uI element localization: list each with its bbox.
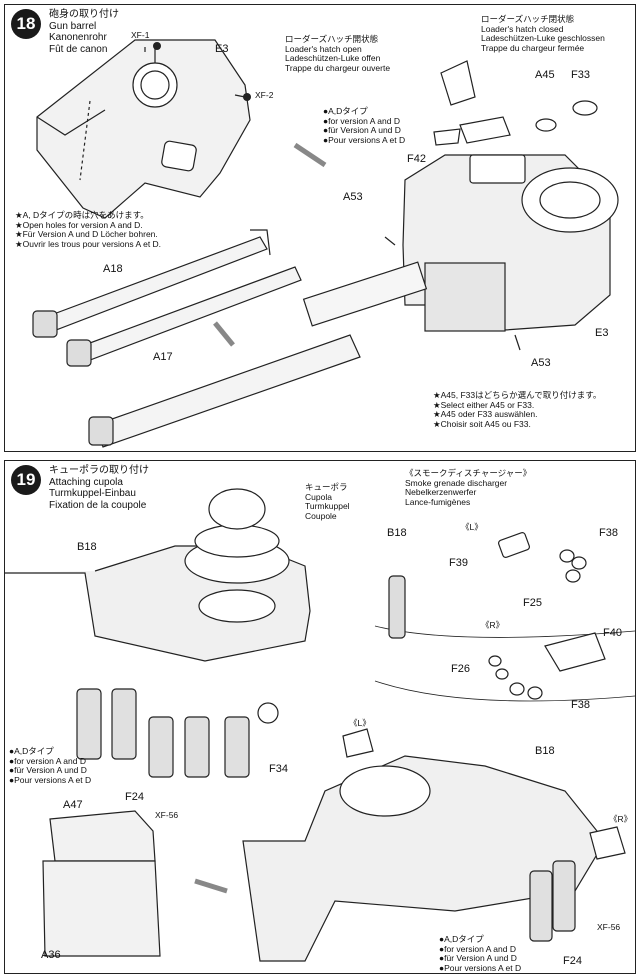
label-xf2: XF-2	[255, 90, 274, 100]
label-e3-right: E3	[595, 327, 609, 339]
label-f38-bottom: F38	[571, 699, 590, 711]
select-jp: ★A45, F33はどちらか選んで取り付けます。	[433, 390, 602, 400]
cupola-de: Turmkuppel	[305, 501, 350, 511]
label-f26: F26	[451, 663, 470, 675]
hatch-closed-en: Loader's hatch closed	[481, 23, 564, 34]
cupola-fr: Coupole	[305, 510, 337, 521]
step-number-18: 18	[11, 9, 41, 39]
label-e3-top: E3	[215, 43, 229, 55]
label-f24-right: F24	[563, 955, 582, 967]
note-version-ad-19-left: ●A,Dタイプ ●for version A and D ●für Versio…	[9, 746, 92, 785]
note-open-holes: ★A, Dタイプの時は穴をあけます。 ★Open holes for versi…	[15, 210, 162, 249]
version-ad-right-fr: ●Pour versions A et D	[439, 962, 522, 973]
smoke-fr: Lance-fumigènes	[405, 496, 471, 507]
step-19-illustration	[5, 488, 635, 962]
hatch-closed-de: Ladeschützen-Luke geschlossen	[481, 33, 605, 43]
hatch-closed-fr: Trappe du chargeur fermée	[481, 42, 585, 53]
note-select-a45-f33: ★A45, F33はどちらか選んで取り付けます。 ★Select either …	[433, 390, 602, 429]
label-a47: A47	[63, 799, 83, 811]
version-ad-18-de: ●für Version A und D	[323, 125, 401, 135]
label-xf1: XF-1	[131, 30, 150, 40]
note-open-holes-en: ★Open holes for version A and D.	[15, 219, 143, 230]
hatch-open-de: Ladeschützen-Luke offen	[285, 53, 381, 63]
step-18-title-de: Kanonenrohr	[49, 32, 107, 43]
label-a53-bottom: A53	[531, 357, 551, 369]
select-fr: ★Choisir soit A45 ou F33.	[433, 418, 531, 429]
version-ad-right-en: ●for version A and D	[439, 943, 516, 954]
version-ad-left-jp: ●A,Dタイプ	[9, 746, 54, 756]
label-f25: F25	[523, 597, 542, 609]
label-xf56-right: XF-56	[597, 922, 621, 932]
cupola-en: Cupola	[305, 491, 332, 502]
version-ad-right-jp: ●A,Dタイプ	[439, 934, 484, 944]
step-19-title-de: Turmkuppel-Einbau	[49, 488, 136, 499]
smoke-jp: 《スモークディスチャージャー》	[405, 468, 532, 478]
label-a36: A36	[41, 949, 61, 961]
version-ad-right-de: ●für Version A und D	[439, 953, 517, 963]
version-ad-left-en: ●for version A and D	[9, 755, 86, 766]
hatch-closed-jp: ローダーズハッチ閉状態	[481, 14, 575, 24]
step-18-panel: 18 砲身の取り付け Gun barrel Kanonenrohr Fût de…	[4, 4, 636, 452]
label-f38-top: F38	[599, 527, 618, 539]
note-version-ad-18: ●A,Dタイプ ●for version A and D ●für Versio…	[323, 106, 406, 145]
step-19-title-fr: Fixation de la coupole	[49, 499, 147, 511]
step-19-panel: 19 キューポラの取り付け Attaching cupola Turmkuppe…	[4, 460, 636, 974]
note-cupola: キューポラ Cupola Turmkuppel Coupole	[305, 482, 350, 521]
step-18-title-en: Gun barrel	[49, 20, 97, 32]
note-version-ad-19-right: ●A,Dタイプ ●for version A and D ●für Versio…	[439, 934, 522, 973]
label-xf56-left: XF-56	[155, 810, 179, 820]
select-en: ★Select either A45 or F33.	[433, 399, 535, 410]
smoke-en: Smoke grenade discharger	[405, 477, 508, 488]
label-f24-left: F24	[125, 791, 144, 803]
label-f42: F42	[407, 153, 426, 165]
label-L-bottom: 《L》	[349, 718, 371, 728]
version-ad-left-de: ●für Version A und D	[9, 765, 87, 775]
label-R-bottom: 《R》	[609, 814, 633, 824]
label-b18-mid: B18	[387, 527, 407, 539]
label-L-top: 《L》	[461, 522, 483, 532]
step-18-titles: 砲身の取り付け Gun barrel Kanonenrohr Fût de ca…	[49, 9, 119, 55]
label-b18-bottom: B18	[535, 745, 555, 757]
step-19-titles: キューポラの取り付け Attaching cupola Turmkuppel-E…	[49, 465, 149, 511]
step-19-title-en: Attaching cupola	[49, 476, 123, 488]
note-open-holes-fr: ★Ouvrir les trous pour versions A et D.	[15, 238, 162, 249]
hatch-open-jp: ローダーズハッチ開状態	[285, 34, 379, 44]
label-a45: A45	[535, 69, 555, 81]
note-open-holes-jp: ★A, Dタイプの時は穴をあけます。	[15, 210, 149, 220]
label-f33: F33	[571, 69, 590, 81]
label-f34: F34	[269, 763, 288, 775]
version-ad-18-en: ●for version A and D	[323, 115, 400, 126]
version-ad-left-fr: ●Pour versions A et D	[9, 774, 92, 785]
note-hatch-closed: ローダーズハッチ閉状態 Loader's hatch closed Ladesc…	[481, 14, 605, 53]
label-a18: A18	[103, 263, 123, 275]
note-open-holes-de: ★Für Version A und D Löcher bohren.	[15, 229, 158, 239]
step-18-illustration	[32, 39, 619, 448]
hatch-open-fr: Trappe du chargeur ouverte	[285, 62, 391, 73]
label-f39: F39	[449, 557, 468, 569]
label-b18-left: B18	[77, 541, 97, 553]
version-ad-18-jp: ●A,Dタイプ	[323, 106, 368, 116]
label-a17: A17	[153, 351, 173, 363]
hatch-open-en: Loader's hatch open	[285, 43, 362, 54]
label-a53-top: A53	[343, 191, 363, 203]
smoke-de: Nebelkerzenwerfer	[405, 487, 477, 497]
label-R-top: 《R》	[481, 620, 505, 630]
cupola-jp: キューポラ	[305, 482, 348, 492]
note-smoke-discharger: 《スモークディスチャージャー》 Smoke grenade discharger…	[405, 468, 532, 507]
step-18-title-jp: 砲身の取り付け	[49, 9, 119, 20]
note-hatch-open: ローダーズハッチ開状態 Loader's hatch open Ladeschü…	[285, 34, 391, 73]
step-19-title-jp: キューポラの取り付け	[49, 465, 149, 476]
step-18-title-fr: Fût de canon	[49, 43, 108, 55]
version-ad-18-fr: ●Pour versions A et D	[323, 134, 406, 145]
select-de: ★A45 oder F33 auswählen.	[433, 409, 538, 419]
step-number-19: 19	[11, 465, 41, 495]
label-f40: F40	[603, 627, 622, 639]
